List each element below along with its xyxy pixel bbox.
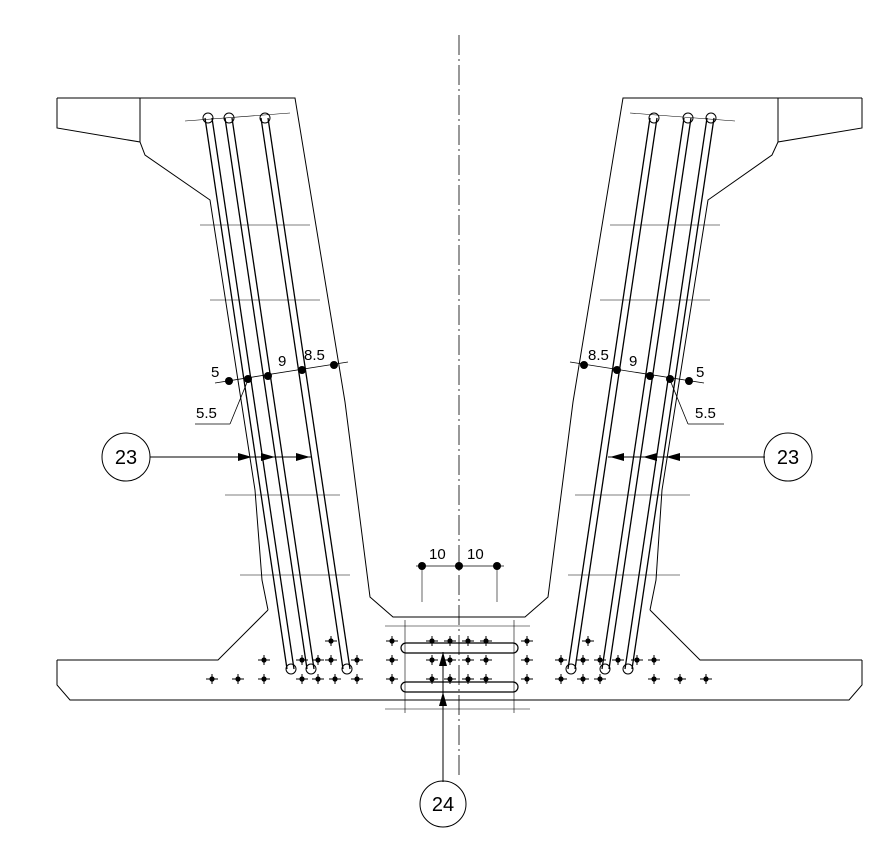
rebar-marker [426, 674, 438, 684]
left-dim-8-5: 8.5 [304, 347, 325, 364]
bottom-anchors [285, 663, 634, 675]
rebar-marker [426, 636, 438, 646]
rebar-marker [426, 655, 438, 665]
rebar-marker [480, 674, 492, 684]
rebar-marker [462, 674, 474, 684]
rebar-marker [444, 655, 456, 665]
rebar-marker [700, 674, 712, 684]
rebar-marker [555, 655, 567, 665]
rebar-marker [521, 674, 533, 684]
top-anchors [202, 112, 717, 124]
rebar-marker [386, 674, 398, 684]
rebar-marker [582, 636, 594, 646]
rebar-marker [577, 655, 589, 665]
rebar-marker [325, 636, 337, 646]
bottom-dim-left: 10 [429, 546, 446, 563]
rebar-marker [594, 655, 606, 665]
callout-23-left: 23 [101, 432, 151, 482]
rebar-marker [594, 674, 606, 684]
right-dim-5: 5 [696, 364, 704, 381]
rebar-marker [258, 655, 270, 665]
rebar-marker [462, 655, 474, 665]
rebar-marker [612, 655, 624, 665]
rebar-marker [296, 655, 308, 665]
rebar-marker [674, 674, 686, 684]
rebar-marker [258, 674, 270, 684]
rebar-marker [577, 674, 589, 684]
right-web-tendons [567, 117, 715, 670]
rebar-marker [555, 674, 567, 684]
rebar-markers [206, 636, 712, 684]
rebar-marker [312, 674, 324, 684]
callout-leaders [150, 453, 765, 782]
left-web-tendons [204, 117, 351, 670]
rebar-marker [386, 655, 398, 665]
right-dim-5-5: 5.5 [695, 405, 716, 422]
rebar-marker [631, 655, 643, 665]
rebar-marker [351, 655, 363, 665]
right-dim-9: 9 [629, 353, 637, 370]
rebar-marker [206, 674, 218, 684]
rebar-marker [351, 674, 363, 684]
rebar-marker [648, 674, 660, 684]
bottom-tendon-slots [385, 620, 530, 713]
rebar-marker [444, 636, 456, 646]
left-dim-5: 5 [211, 364, 219, 381]
rebar-marker [312, 655, 324, 665]
rebar-marker [329, 674, 341, 684]
rebar-marker [325, 655, 337, 665]
left-dim-5-5: 5.5 [196, 405, 217, 422]
section-outline [56, 97, 863, 701]
rebar-marker [296, 674, 308, 684]
rebar-marker [521, 655, 533, 665]
rebar-marker [480, 655, 492, 665]
rebar-marker [232, 674, 244, 684]
bottom-dim-right: 10 [467, 546, 484, 563]
rebar-marker [462, 636, 474, 646]
rebar-marker [386, 636, 398, 646]
callout-24-bottom: 24 [419, 780, 467, 828]
left-dim-9: 9 [278, 353, 286, 370]
right-dim-8-5: 8.5 [588, 347, 609, 364]
rebar-marker [480, 636, 492, 646]
bottom-dimension-chain: 10 10 [416, 546, 504, 602]
rebar-marker [648, 655, 660, 665]
rebar-marker [521, 636, 533, 646]
right-dimension-chain: 8.5 9 5 5.5 [569, 347, 724, 425]
callout-23-right: 23 [763, 432, 813, 482]
web-guide-lines [184, 112, 736, 576]
svg-text:23: 23 [115, 447, 137, 469]
svg-text:24: 24 [432, 794, 454, 816]
rebar-marker [444, 674, 456, 684]
svg-text:23: 23 [777, 447, 799, 469]
left-dimension-chain: 5 5.5 9 8.5 [195, 347, 349, 425]
